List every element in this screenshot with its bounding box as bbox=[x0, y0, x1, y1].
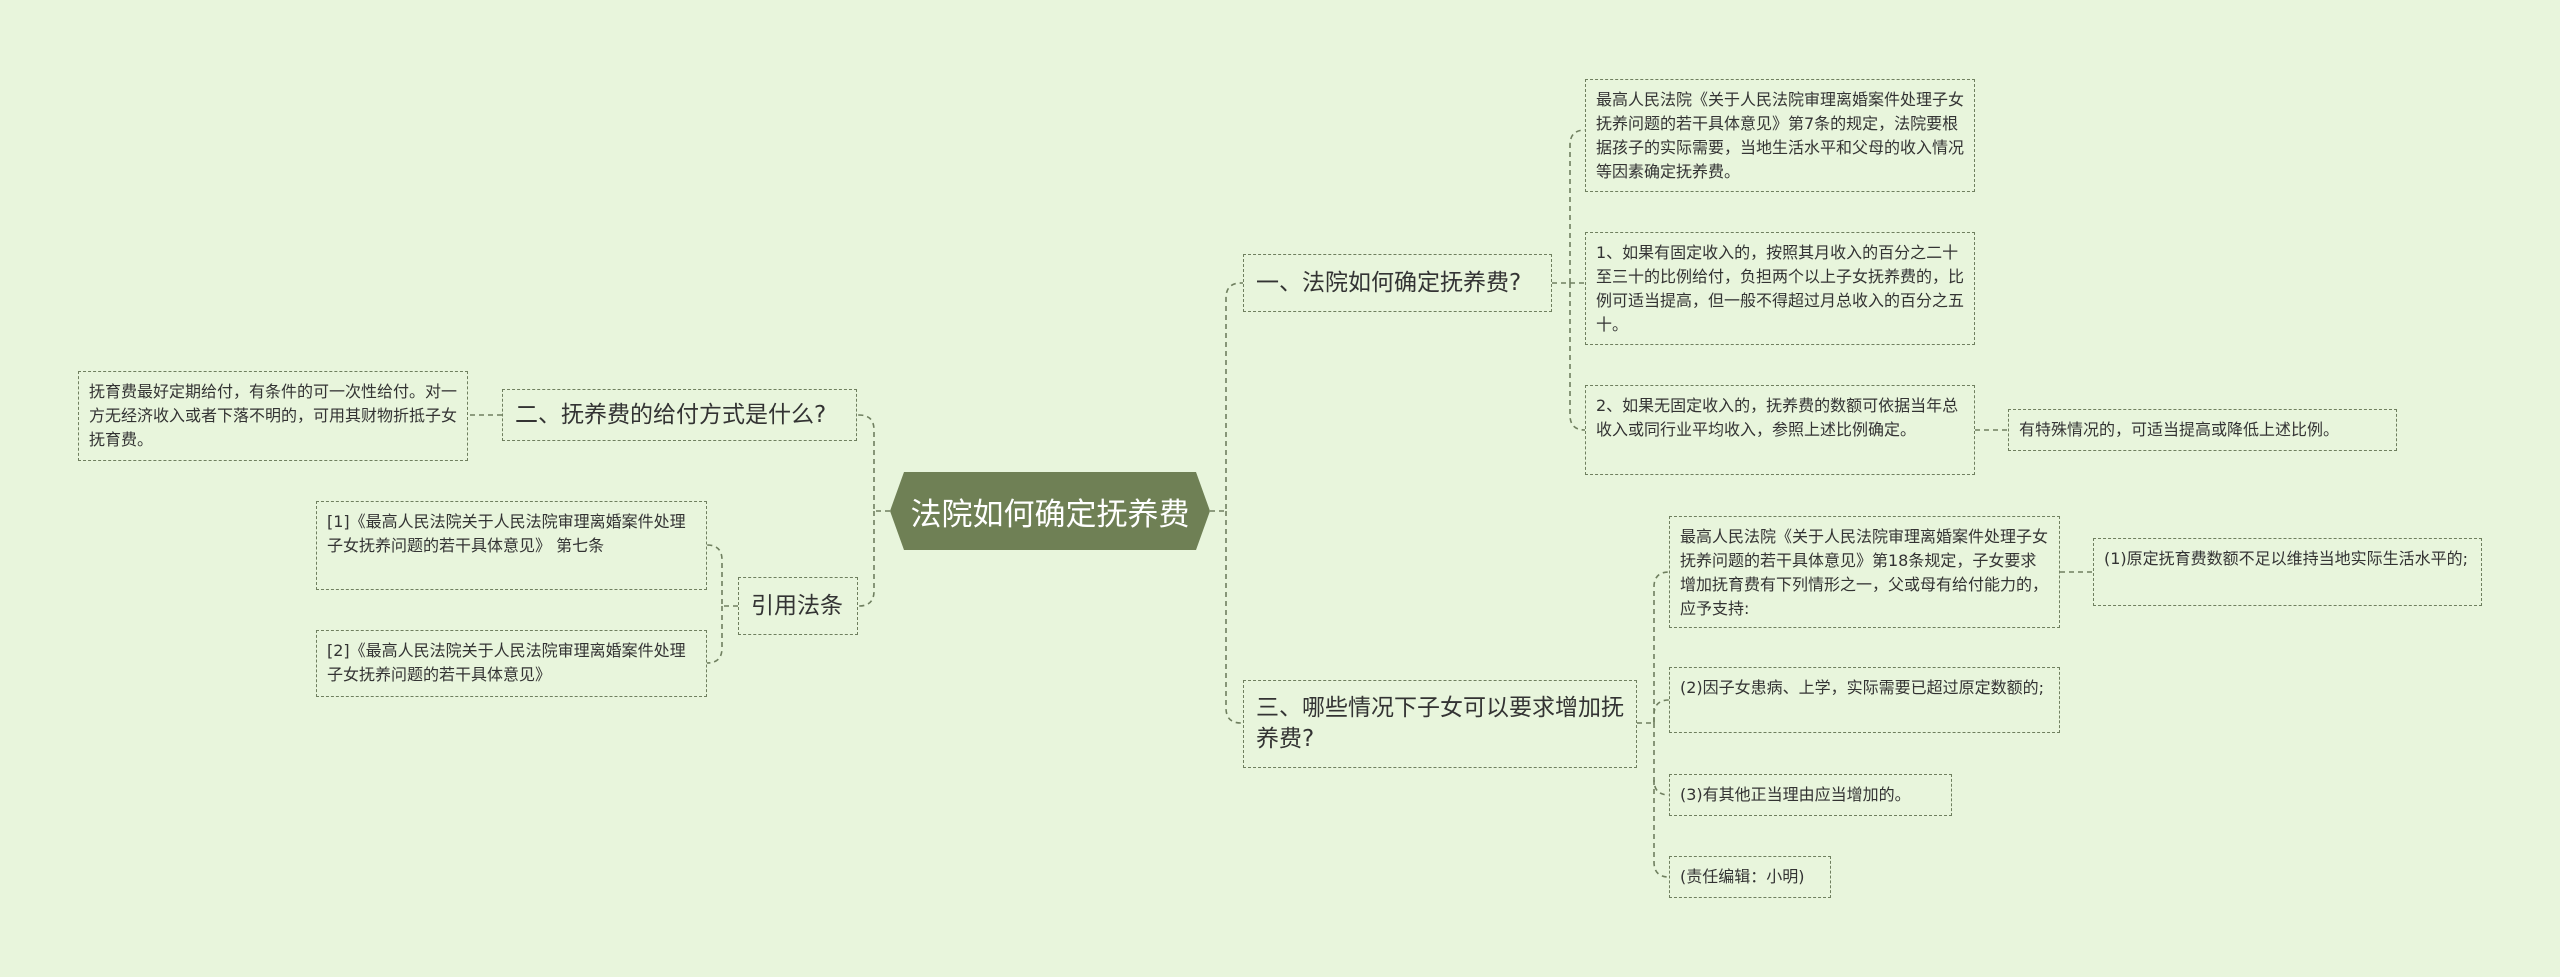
root-topic-label: 法院如何确定抚养费 bbox=[910, 496, 1190, 533]
q3-to-notes-connector bbox=[1637, 571, 1670, 724]
q1-sub-note[interactable]: 有特殊情况的，可适当提高或降低上述比例。 bbox=[2008, 409, 2397, 451]
branch-q1-label: 一、法院如何确定抚养费? bbox=[1256, 269, 1522, 296]
q3-note-4-text: (责任编辑：小明) bbox=[1680, 867, 1805, 886]
root-to-q3-connector bbox=[1225, 511, 1243, 724]
root-to-q1-connector bbox=[1210, 282, 1243, 512]
q2-note[interactable]: 抚育费最好定期给付，有条件的可一次性给付。对一方无经济收入或者下落不明的，可用其… bbox=[78, 371, 468, 461]
q3-note-3[interactable]: (3)有其他正当理由应当增加的。 bbox=[1669, 774, 1952, 816]
branch-q3-topic[interactable]: 三、哪些情况下子女可以要求增加抚养费? bbox=[1243, 680, 1637, 768]
q1-note-3-text: 2、如果无固定收入的，抚养费的数额可依据当年总收入或同行业平均收入，参照上述比例… bbox=[1596, 396, 1959, 439]
refs-item2-connector bbox=[706, 606, 723, 664]
branch-refs-topic[interactable]: 引用法条 bbox=[738, 577, 858, 635]
q3-note-4[interactable]: (责任编辑：小明) bbox=[1669, 856, 1831, 898]
root-to-q2-connector bbox=[857, 414, 890, 512]
root-topic[interactable]: 法院如何确定抚养费 bbox=[890, 472, 1210, 550]
q3-note-2-text: (2)因子女患病、上学，实际需要已超过原定数额的; bbox=[1680, 678, 2045, 697]
q2-note-text: 抚育费最好定期给付，有条件的可一次性给付。对一方无经济收入或者下落不明的，可用其… bbox=[89, 382, 458, 449]
branch-refs-label: 引用法条 bbox=[751, 592, 843, 619]
branch-q1-topic[interactable]: 一、法院如何确定抚养费? bbox=[1243, 254, 1552, 312]
q3-note3-connector bbox=[1653, 723, 1670, 796]
q3-sub-note[interactable]: (1)原定抚育费数额不足以维持当地实际生活水平的; bbox=[2093, 538, 2482, 606]
q1-note3-connector bbox=[1569, 283, 1586, 431]
q1-note-3[interactable]: 2、如果无固定收入的，抚养费的数额可依据当年总收入或同行业平均收入，参照上述比例… bbox=[1585, 385, 1975, 475]
branch-q3-label: 三、哪些情况下子女可以要求增加抚养费? bbox=[1256, 695, 1624, 752]
q1-note-1-text: 最高人民法院《关于人民法院审理离婚案件处理子女抚养问题的若干具体意见》第7条的规… bbox=[1596, 90, 1965, 181]
q1-note-1[interactable]: 最高人民法院《关于人民法院审理离婚案件处理子女抚养问题的若干具体意见》第7条的规… bbox=[1585, 79, 1975, 192]
branch-q2-topic[interactable]: 二、抚养费的给付方式是什么? bbox=[502, 389, 857, 441]
q1-to-notes-connector bbox=[1552, 129, 1586, 284]
refs-item-2[interactable]: [2]《最高人民法院关于人民法院审理离婚案件处理子女抚养问题的若干具体意见》 bbox=[316, 630, 707, 697]
q3-note-1[interactable]: 最高人民法院《关于人民法院审理离婚案件处理子女抚养问题的若干具体意见》第18条规… bbox=[1669, 516, 2060, 628]
q1-note-2-text: 1、如果有固定收入的，按照其月收入的百分之二十至三十的比例给付，负担两个以上子女… bbox=[1596, 243, 1965, 334]
refs-item-1[interactable]: [1]《最高人民法院关于人民法院审理离婚案件处理子女抚养问题的若干具体意见》 第… bbox=[316, 501, 707, 590]
root-to-refs-connector bbox=[858, 511, 875, 607]
q3-note2-connector bbox=[1653, 699, 1670, 723]
q1-sub-note-text: 有特殊情况的，可适当提高或降低上述比例。 bbox=[2019, 420, 2340, 439]
q1-note-2[interactable]: 1、如果有固定收入的，按照其月收入的百分之二十至三十的比例给付，负担两个以上子女… bbox=[1585, 232, 1975, 345]
q3-note-3-text: (3)有其他正当理由应当增加的。 bbox=[1680, 785, 1911, 804]
refs-item-1-text: [1]《最高人民法院关于人民法院审理离婚案件处理子女抚养问题的若干具体意见》 第… bbox=[327, 512, 686, 555]
refs-item-2-text: [2]《最高人民法院关于人民法院审理离婚案件处理子女抚养问题的若干具体意见》 bbox=[327, 641, 686, 684]
q3-note4-connector bbox=[1653, 780, 1670, 878]
branch-q2-label: 二、抚养费的给付方式是什么? bbox=[515, 401, 827, 428]
q3-note-2[interactable]: (2)因子女患病、上学，实际需要已超过原定数额的; bbox=[1669, 667, 2060, 733]
refs-to-items-connector bbox=[706, 544, 738, 607]
q3-note-1-text: 最高人民法院《关于人民法院审理离婚案件处理子女抚养问题的若干具体意见》第18条规… bbox=[1680, 527, 2049, 618]
q3-sub-note-text: (1)原定抚育费数额不足以维持当地实际生活水平的; bbox=[2104, 549, 2469, 568]
